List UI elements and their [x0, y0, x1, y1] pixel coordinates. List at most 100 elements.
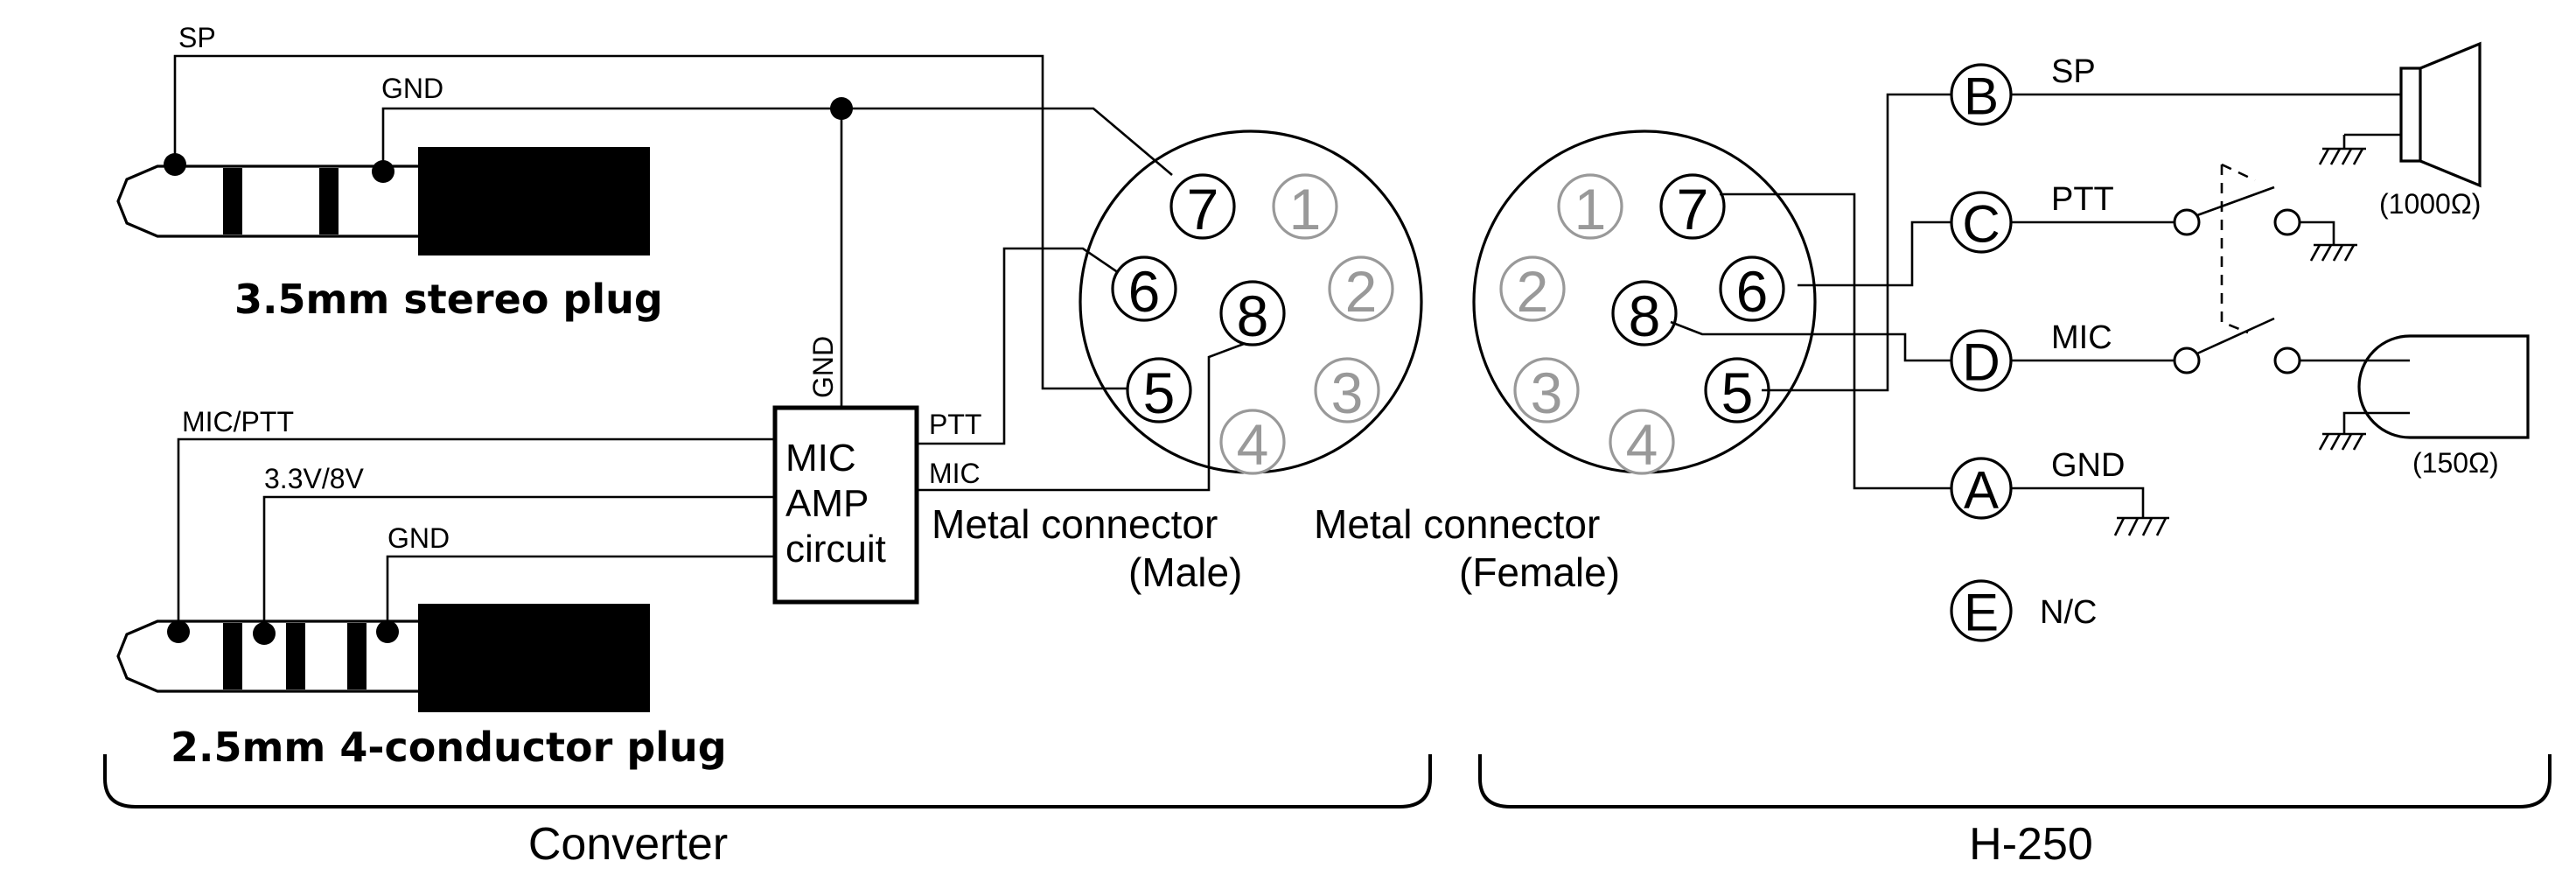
male-pin-5-circle — [1126, 357, 1192, 424]
amp-gnd-label: GND — [807, 336, 839, 398]
terminal-a-letter: A — [1964, 461, 1999, 520]
junction-dot — [253, 622, 276, 645]
ptt-switch — [2173, 186, 2357, 262]
wire-ptt-label: PTT — [929, 409, 981, 440]
plug-2-5mm-ring — [347, 623, 367, 690]
female-pin-7-circle — [1659, 173, 1726, 240]
female-pin-6-circle — [1719, 256, 1785, 322]
terminal-a-name: GND — [2051, 447, 2125, 484]
female-pin-1-circle — [1557, 173, 1623, 240]
wire-mic-label: MIC — [929, 458, 981, 489]
speaker-magnet — [2399, 66, 2422, 163]
switch-contact — [2273, 208, 2301, 236]
wire-mic-ptt — [177, 438, 775, 632]
male-pin-1-label: 1 — [1289, 177, 1322, 242]
male-pin-2-label: 2 — [1345, 259, 1378, 324]
microphone-body — [2357, 334, 2530, 439]
wire-sp-label: SP — [178, 22, 216, 53]
male-pin-8-circle — [1219, 280, 1286, 346]
mic-amp-circuit: MIC AMP circuit — [772, 405, 919, 605]
female-pin-2-label: 2 — [1517, 259, 1549, 324]
switch-contact — [2273, 346, 2301, 374]
switch-linkage — [2220, 163, 2256, 334]
wire-sp — [173, 54, 1168, 390]
wire-ptt — [917, 247, 1127, 445]
amp-label-3: circuit — [785, 528, 886, 570]
junction-dot — [164, 153, 186, 176]
plug-2-5mm-tip — [116, 620, 219, 693]
wire-gnd-25-label: GND — [387, 522, 450, 554]
plug-3-5mm: 3.5mm stereo plug — [116, 147, 663, 323]
terminal-e-letter: E — [1964, 584, 1999, 642]
terminal-e-name: N/C — [2040, 594, 2097, 631]
plug-2-5mm-ring — [286, 623, 305, 690]
speaker-cone — [2419, 41, 2482, 188]
female-connector-label-1: Metal connector — [1314, 501, 1600, 547]
female-pin-3-label: 3 — [1531, 360, 1563, 425]
amp-label-2: AMP — [785, 482, 869, 525]
terminal-c: C PTT — [1950, 181, 2174, 254]
terminal-b-name: SP — [2051, 53, 2096, 90]
switch-contact — [2173, 346, 2201, 374]
speaker-impedance: (1000Ω) — [2379, 188, 2481, 220]
plug-2-5mm-ring — [223, 623, 242, 690]
female-pin-4-label: 4 — [1626, 412, 1658, 477]
h250-brace: H-250 — [1478, 754, 2552, 870]
female-pin-6-label: 6 — [1736, 259, 1769, 324]
ground-symbol — [2309, 243, 2357, 262]
female-pin-group: 1 7 2 8 6 3 54 — [1499, 173, 1785, 477]
female-pin-1-label: 1 — [1574, 177, 1607, 242]
terminal-b: B SP — [1950, 53, 2401, 126]
h250-label: H-250 — [1969, 819, 2093, 870]
wire-gnd-35-label: GND — [381, 73, 443, 104]
wire-mic — [917, 340, 1252, 492]
wire-pin5-b — [1762, 93, 1951, 392]
junction-dot — [830, 97, 853, 120]
female-pin-7-label: 7 — [1677, 177, 1709, 242]
terminal-c-letter: C — [1962, 195, 2000, 254]
male-connector-label-1: Metal connector — [932, 501, 1218, 547]
male-pin-7-circle — [1169, 173, 1236, 240]
female-connector-label-2: (Female) — [1459, 550, 1620, 595]
terminal-c-name: PTT — [2051, 181, 2114, 218]
male-pin-8-label: 8 — [1237, 284, 1269, 348]
female-pin-5-label: 5 — [1721, 360, 1754, 425]
microphone: (150Ω) — [2318, 334, 2530, 479]
ground-symbol — [2113, 516, 2169, 536]
plug-2-5mm-body — [418, 604, 650, 712]
converter-wires: SP GND GND MIC/PTT 3.3V/8V GND PTT MIC — [164, 22, 1252, 645]
plug-3-5mm-ring — [223, 168, 242, 234]
female-pin-2-circle — [1499, 256, 1566, 322]
wire-mic-ptt-label: MIC/PTT — [182, 406, 294, 438]
female-pin-8-circle — [1611, 280, 1678, 346]
male-pin-4-circle — [1219, 409, 1286, 475]
female-pin-8-label: 8 — [1629, 284, 1661, 348]
speaker: (1000Ω) — [2318, 41, 2482, 220]
male-pin-6-circle — [1111, 256, 1177, 322]
male-pin-5-label: 5 — [1143, 360, 1176, 425]
terminal-d-name: MIC — [2051, 319, 2112, 356]
wire-gnd-25 — [386, 555, 775, 632]
male-pin-1-circle — [1272, 173, 1338, 240]
wire-power — [262, 495, 775, 634]
amp-label-1: MIC — [785, 437, 856, 480]
junction-dot — [376, 620, 399, 643]
male-pin-3-circle — [1314, 357, 1380, 424]
wire-pin8-d — [1670, 320, 1951, 362]
wire-power-label: 3.3V/8V — [264, 463, 365, 494]
amp-box — [772, 405, 919, 605]
plug-3-5mm-tip — [116, 164, 219, 238]
wire-gnd-35 — [381, 107, 1173, 176]
male-pin-4-label: 4 — [1237, 412, 1269, 477]
terminal-d-letter: D — [1962, 333, 2000, 392]
mic-impedance: (150Ω) — [2412, 447, 2499, 479]
male-pin-7-label: 7 — [1187, 177, 1219, 242]
converter-label: Converter — [528, 819, 728, 870]
terminal-d: D MIC — [1950, 319, 2174, 392]
terminal-a: A GND — [1950, 447, 2169, 536]
wire-pin6-c — [1798, 220, 1951, 287]
plug-3-5mm-ring — [319, 168, 339, 234]
female-connector: 1 7 2 8 6 3 54 Metal connector (Female) — [1314, 130, 1817, 595]
terminal-b-letter: B — [1964, 67, 1999, 126]
